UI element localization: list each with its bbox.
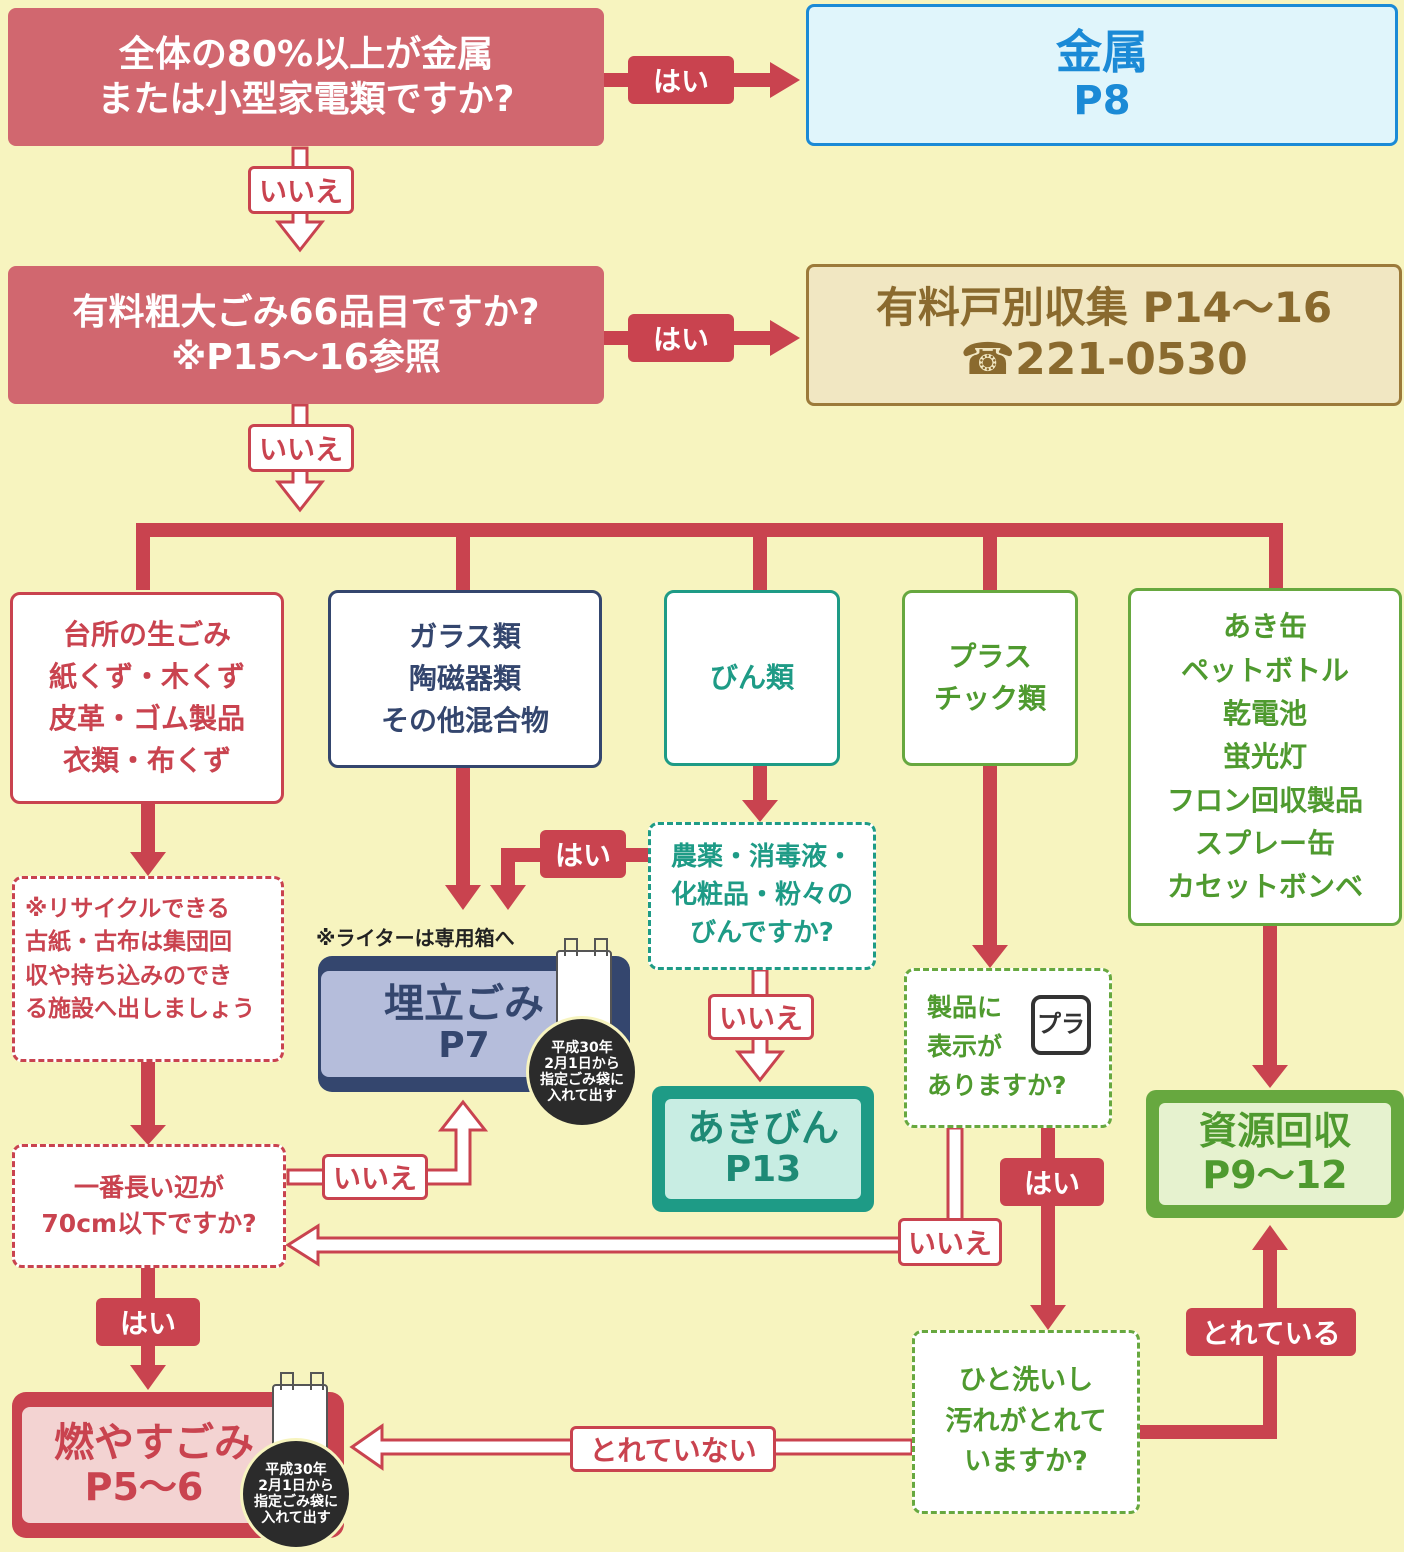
yes-label: はい <box>1000 1158 1104 1206</box>
category-item: 台所の生ごみ <box>62 618 231 651</box>
result-metal: 金属 P8 <box>806 4 1398 146</box>
category-item: 皮革・ゴム製品 <box>48 702 245 735</box>
category-item: びん類 <box>709 661 794 694</box>
category-glass: ガラス類 陶磁器類 その他混合物 <box>328 590 602 768</box>
badge-text: 指定ごみ袋に <box>254 1494 338 1510</box>
question-text: 農薬・消毒液・ <box>670 842 853 873</box>
badge-text: 入れて出す <box>261 1510 331 1527</box>
category-item: チック類 <box>933 682 1046 715</box>
category-item: ガラス類 <box>409 620 521 653</box>
yes-label: とれている <box>1186 1308 1356 1356</box>
note-text: 収や持ち込みのでき <box>25 962 232 989</box>
question-text: ひと洗いし <box>958 1365 1094 1397</box>
question-hazard-bottle: 農薬・消毒液・ 化粧品・粉々の びんですか? <box>648 822 876 970</box>
result-page: P7 <box>438 1025 490 1067</box>
badge-text: 指定ごみ袋に <box>540 1072 624 1088</box>
question-text: 製品に <box>927 993 1003 1022</box>
question-text: びんですか? <box>690 917 834 948</box>
badge-text: 平成30年 <box>551 1039 613 1056</box>
plastic-recycle-mark-icon: プラ <box>1031 995 1091 1055</box>
category-item: 陶磁器類 <box>408 662 521 695</box>
no-label: いいえ <box>248 166 354 214</box>
category-item: プラス <box>948 640 1032 673</box>
question-text: ※P15〜16参照 <box>171 337 441 378</box>
category-item: 衣類・布くず <box>62 744 231 777</box>
no-label: いいえ <box>898 1218 1002 1266</box>
result-title: 資源回収 <box>1198 1109 1351 1154</box>
no-label: いいえ <box>322 1154 428 1200</box>
result-title: 有料戸別収集 P14〜16 <box>875 283 1333 333</box>
category-bottles: びん類 <box>664 590 840 766</box>
recycle-note: ※リサイクルできる 古紙・古布は集団回 収や持ち込みのでき る施設へ出しましょう <box>12 876 284 1062</box>
category-item: カセットボンベ <box>1166 870 1363 904</box>
category-item: 蛍光灯 <box>1222 740 1307 774</box>
note-text: る施設へ出しましょう <box>25 996 255 1023</box>
lighter-note: ※ライターは専用箱へ <box>316 926 515 950</box>
question-text: 化粧品・粉々の <box>670 880 853 911</box>
result-title: 燃やすごみ <box>54 1420 254 1467</box>
no-label: いいえ <box>708 994 814 1040</box>
question-paid-bulky: 有料粗大ごみ66品目ですか? ※P15〜16参照 <box>8 266 604 404</box>
result-page: P8 <box>1073 78 1131 125</box>
result-paid-collection: 有料戸別収集 P14〜16 ☎221-0530 <box>806 264 1402 406</box>
note-text: ※リサイクルできる <box>25 896 230 922</box>
category-item: あき缶 <box>1222 610 1307 644</box>
question-length: 一番長い辺が 70cm以下ですか? <box>12 1144 286 1268</box>
result-title: あきびん <box>686 1106 839 1151</box>
yes-label: はい <box>628 314 734 362</box>
result-resource-collection: 資源回収 P9〜12 <box>1146 1090 1404 1218</box>
question-text: ありますか? <box>927 1070 1067 1100</box>
question-text: 全体の80%以上が金属 <box>118 34 494 75</box>
question-text: 表示が <box>927 1031 1003 1061</box>
badge-text: 2月1日から <box>258 1477 334 1494</box>
badge-text: 平成30年 <box>265 1461 327 1478</box>
question-text: 一番長い辺が <box>73 1172 224 1202</box>
question-metal: 全体の80%以上が金属 または小型家電類ですか? <box>8 8 604 146</box>
mark-text: プラ <box>1037 1010 1085 1039</box>
category-item: 乾電池 <box>1222 696 1307 730</box>
category-item: フロン回収製品 <box>1166 783 1363 817</box>
result-page: P13 <box>724 1149 802 1191</box>
category-burnable: 台所の生ごみ 紙くず・木くず 皮革・ゴム製品 衣類・布くず <box>10 592 284 804</box>
yes-label: はい <box>96 1298 200 1346</box>
category-item: その他混合物 <box>380 704 549 737</box>
question-text: 70cm以下ですか? <box>41 1209 257 1238</box>
badge-text: 2月1日から <box>544 1055 620 1072</box>
bag-notice-badge: 平成30年 2月1日から 指定ごみ袋に 入れて出す <box>240 1438 352 1550</box>
question-text: 汚れがとれて <box>945 1405 1107 1437</box>
bag-notice-badge: 平成30年 2月1日から 指定ごみ袋に 入れて出す <box>526 1016 638 1128</box>
result-empty-bottle: あきびん P13 <box>652 1086 874 1212</box>
yes-label: はい <box>628 56 734 104</box>
yes-label: はい <box>540 830 626 878</box>
result-title: 埋立ごみ <box>384 981 544 1028</box>
result-page: P9〜12 <box>1202 1153 1348 1197</box>
question-plastic-mark: 製品に 表示が ありますか? プラ <box>904 968 1112 1128</box>
result-page: P5〜6 <box>84 1465 204 1510</box>
result-title: 金属 <box>1056 24 1148 79</box>
category-item: スプレー缶 <box>1194 827 1335 861</box>
category-item: ペットボトル <box>1180 653 1349 687</box>
question-text: 有料粗大ごみ66品目ですか? <box>72 292 540 333</box>
no-label: いいえ <box>248 424 354 472</box>
category-plastic: プラス チック類 <box>902 590 1078 766</box>
question-washed: ひと洗いし 汚れがとれて いますか? <box>912 1330 1140 1514</box>
question-text: または小型家電類ですか? <box>97 79 515 120</box>
no-label: とれていない <box>570 1426 776 1472</box>
phone-number: ☎221-0530 <box>960 333 1248 385</box>
question-text: いますか? <box>964 1446 1088 1478</box>
badge-text: 入れて出す <box>547 1088 617 1105</box>
note-text: 古紙・古布は集団回 <box>25 929 232 956</box>
category-resources: あき缶 ペットボトル 乾電池 蛍光灯 フロン回収製品 スプレー缶 カセットボンベ <box>1128 588 1402 926</box>
category-item: 紙くず・木くず <box>48 660 245 693</box>
